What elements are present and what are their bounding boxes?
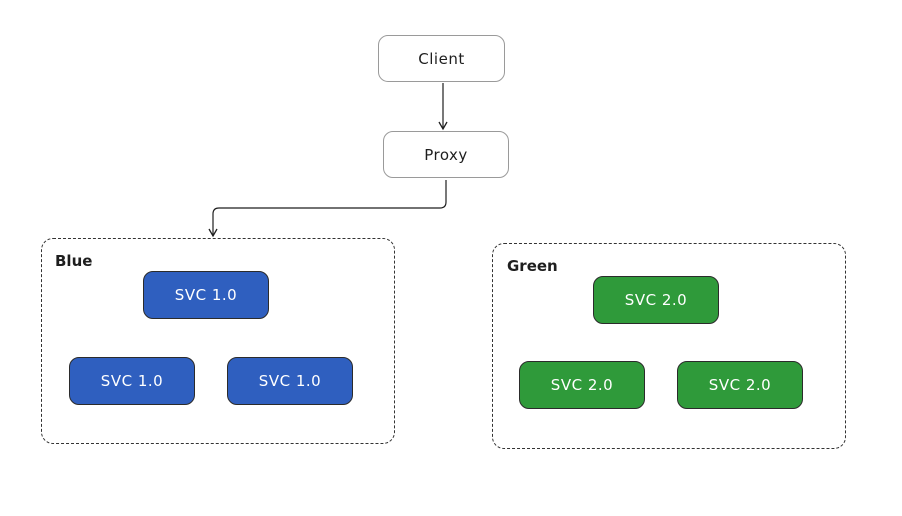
blue-service-node[interactable]: SVC 1.0 <box>227 357 353 405</box>
green-group-label: Green <box>507 257 558 275</box>
blue-service-node[interactable]: SVC 1.0 <box>69 357 195 405</box>
client-label: Client <box>418 49 465 68</box>
blue-group <box>41 238 395 444</box>
green-service-node[interactable]: SVC 2.0 <box>677 361 803 409</box>
service-label: SVC 2.0 <box>550 376 614 394</box>
service-label: SVC 1.0 <box>100 372 164 390</box>
service-label: SVC 2.0 <box>624 291 688 309</box>
proxy-node[interactable]: Proxy <box>383 131 509 178</box>
service-label: SVC 1.0 <box>174 286 238 304</box>
edge-proxy-to-blue <box>208 180 447 238</box>
service-label: SVC 2.0 <box>708 376 772 394</box>
blue-service-node[interactable]: SVC 1.0 <box>143 271 269 319</box>
blue-group-label: Blue <box>55 252 93 270</box>
proxy-label: Proxy <box>424 145 468 164</box>
green-group <box>492 243 846 449</box>
service-label: SVC 1.0 <box>258 372 322 390</box>
client-node[interactable]: Client <box>378 35 505 82</box>
green-service-node[interactable]: SVC 2.0 <box>593 276 719 324</box>
green-service-node[interactable]: SVC 2.0 <box>519 361 645 409</box>
